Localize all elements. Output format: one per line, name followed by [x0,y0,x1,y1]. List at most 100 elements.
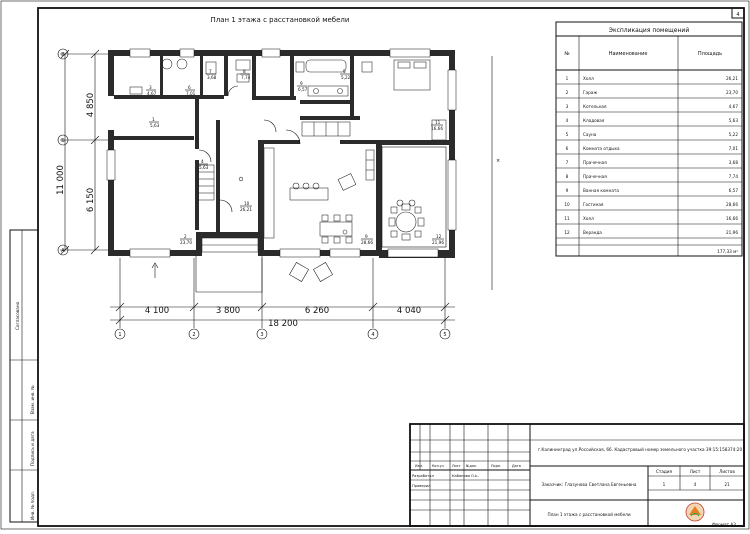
axis-number-2: 2 [192,332,195,338]
svg-text:6: 6 [188,85,191,90]
axis-letter-a: А [61,248,65,254]
svg-text:Холл: Холл [583,76,594,81]
svg-text:7: 7 [209,69,212,74]
svg-text:8: 8 [243,69,246,74]
dim-total: 18 200 [268,319,298,329]
svg-text:21,96: 21,96 [726,230,738,235]
stamp-role-dev: Разработал [412,474,434,478]
svg-text:6,57: 6,57 [729,188,739,193]
explication-total: 177,33 м² [717,249,738,254]
stamp-col-kol: Кол.уч [432,464,444,468]
dim-v-4850: 4 850 [86,93,96,117]
svg-text:26,21: 26,21 [726,76,738,81]
axis-number-1: 1 [118,332,121,338]
svg-text:8: 8 [566,174,569,179]
stamp-col-list: Лист [452,464,461,468]
svg-text:5: 5 [343,69,346,74]
svg-text:7,74: 7,74 [241,75,251,80]
stamp-address: г.Калининград ул.Российская, 66. Кадастр… [538,447,743,452]
svg-text:5,63: 5,63 [729,118,739,123]
drawing-title: План 1 этажа с расстановкой мебели [211,16,350,24]
furniture-bedroom [361,59,447,141]
svg-text:4: 4 [566,118,569,123]
svg-text:12: 12 [436,234,442,239]
side-label-replace: Взам. инв. № [30,385,35,414]
dim-h-4100: 4 100 [145,306,169,316]
side-strip: Согласовано Взам. инв. № Подпись и дата … [9,229,39,523]
svg-text:4,67: 4,67 [729,104,739,109]
svg-text:5,22: 5,22 [341,75,351,80]
axis-number-4: 4 [371,332,374,338]
side-label-inv: Инв. № подл. [30,491,35,520]
svg-text:9: 9 [365,234,368,239]
sheet-number-box [731,7,745,19]
svg-text:6: 6 [566,146,569,151]
svg-text:11: 11 [564,216,570,221]
room-tag: 223,70 [180,234,192,245]
svg-text:Комната отдыха: Комната отдыха [583,146,620,151]
svg-text:23,70: 23,70 [180,240,192,245]
explication-col-area: Площадь [698,51,722,57]
stamp-col-date: Дата [512,464,521,468]
svg-text:9: 9 [300,81,303,86]
room-tag: 928,66 [361,234,373,245]
explication-title: Экспликация помещений [609,27,690,34]
side-label-sign: Подпись и дата [30,431,35,466]
svg-text:12: 12 [564,230,570,235]
table-row: 4 Кладовая 5,63 [566,118,739,123]
stamp-sheet-header: Лист [690,469,701,474]
room-tag: 15,63 [149,117,160,128]
room-tag: 67,01 [185,85,196,96]
svg-text:Кладовая: Кладовая [583,118,605,123]
svg-text:5: 5 [566,132,569,137]
svg-text:1: 1 [152,117,155,122]
stamp-stage-header: Стадия [656,469,673,474]
axis-letter-v: В [61,52,65,58]
svg-text:11: 11 [435,120,441,125]
svg-text:5,63: 5,63 [199,165,209,170]
explication-table: Экспликация помещений № Наименование Пло… [555,21,743,257]
stamp-col-doc: №док. [466,464,477,468]
svg-text:Гостиная: Гостиная [583,202,604,207]
svg-text:2: 2 [566,90,569,95]
svg-text:Прачечная: Прачечная [583,160,607,165]
svg-text:3,68: 3,68 [207,75,217,80]
stamp-sheets-header: Листов [719,469,735,474]
company-logo-icon [685,502,705,522]
svg-text:16,66: 16,66 [726,216,738,221]
room-tag: 34,67 [146,85,157,96]
svg-text:4,67: 4,67 [147,91,157,96]
dim-h-4040: 4 040 [397,306,421,316]
axis-letter-b: Б [61,138,65,144]
svg-text:4: 4 [201,159,204,164]
svg-text:3: 3 [149,85,152,90]
stamp-sheets-value: 21 [724,482,730,487]
svg-text:7,74: 7,74 [729,174,739,179]
stamp-stage-value: 1 [663,482,666,487]
stamp-drawing-name: План 1 этажа с расстановкой мебели [547,512,630,517]
svg-text:5,22: 5,22 [729,132,739,137]
svg-text:7: 7 [566,160,569,165]
room-tag: 73,68 [206,69,217,80]
svg-text:Холл: Холл [583,216,594,221]
svg-text:Гараж: Гараж [583,90,597,95]
svg-text:28,66: 28,66 [361,240,373,245]
svg-text:Ванная комната: Ванная комната [583,188,619,193]
svg-text:28,66: 28,66 [726,202,738,207]
dim-v-6150: 6 150 [86,188,96,212]
svg-text:5,63: 5,63 [150,123,160,128]
furniture-veranda [388,199,425,241]
svg-text:21,96: 21,96 [432,240,444,245]
